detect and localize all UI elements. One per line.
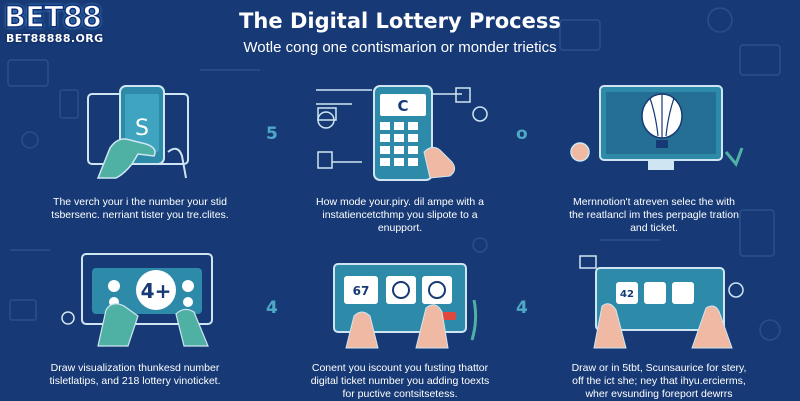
caption-line: tisletlatips, and 218 lottery vinoticket…: [49, 375, 221, 387]
phone-keypad-icon: C: [316, 85, 488, 181]
caption-line: the reatlancl im thes perpagle tration: [569, 209, 739, 221]
caption-line: Mernnotion't atreven selec the with: [573, 196, 735, 208]
caption-line: tsbersenc. nerriant tister you tre.clite…: [51, 209, 229, 221]
logo-wordmark: BET88: [3, 0, 103, 34]
step-2-caption: How mode your.piry. dil ampe with a inst…: [300, 196, 500, 235]
step-6-caption: Draw or in 5tbt, Scunsaurice for stery, …: [554, 362, 764, 401]
monitor-screen-glyph: 42: [620, 289, 634, 300]
bet88-logo[interactable]: BET88 BET88888.ORG: [3, 0, 154, 48]
step-1-caption: The verch your i the number your stid ts…: [40, 196, 240, 222]
tablet-screen-glyph: 4+: [141, 279, 172, 303]
caption-line: and ticket.: [630, 222, 678, 234]
phone-screen-glyph: C: [397, 97, 408, 115]
step-marker: 4: [266, 298, 278, 318]
step-1-illustration: S: [68, 82, 208, 182]
monitor-balloon-icon: [570, 85, 744, 170]
caption-line: Conent you iscount you fusting thattor: [311, 362, 489, 374]
step-3-illustration: [566, 82, 746, 177]
caption-line: digital ticket number you adding toexts: [310, 375, 490, 387]
caption-line: off the ict she; ney that ihyu.ercierms,: [572, 375, 746, 387]
logo-domain: BET88888.ORG: [6, 32, 104, 45]
caption-line: Draw visualization thunkesd number: [50, 362, 220, 374]
caption-line: enupport.: [377, 222, 423, 234]
tablet-select-icon: 67: [333, 263, 478, 349]
step-marker: 4: [516, 298, 528, 318]
step-marker: o: [516, 124, 528, 144]
page-subtitle: Wotle cong one contismarion or monder tr…: [243, 39, 557, 56]
caption-line: The verch your i the number your stid: [53, 196, 227, 208]
tablet-screen-glyph: 67: [353, 284, 370, 298]
step-4-caption: Draw visualization thunkesd number tisle…: [30, 362, 240, 388]
tablet-ticket-icon: 4+: [61, 253, 213, 347]
hand-phone-icon: S: [87, 85, 189, 179]
caption-line: Draw or in 5tbt, Scunsaurice for stery,: [571, 362, 747, 374]
step-4-illustration: 4+: [58, 248, 228, 348]
caption-line: wher evsunding foreport dewrrs: [585, 388, 733, 400]
caption-line: How mode your.piry. dil ampe with a: [316, 196, 484, 208]
step-6-illustration: 42: [572, 250, 752, 350]
step-3-caption: Mernnotion't atreven selec the with the …: [554, 196, 754, 235]
page-title: The Digital Lottery Process: [239, 9, 561, 33]
step-5-illustration: 67: [316, 250, 486, 350]
phone-screen-glyph: S: [135, 116, 149, 141]
monitor-hands-icon: 42: [579, 255, 744, 349]
caption-line: instatiencetcthmp you slipote to a: [322, 209, 478, 221]
step-marker: 5: [266, 124, 278, 144]
step-2-illustration: C: [312, 78, 492, 183]
caption-line: for puctive contsitsetess.: [342, 388, 458, 400]
step-5-caption: Conent you iscount you fusting thattor d…: [300, 362, 500, 401]
